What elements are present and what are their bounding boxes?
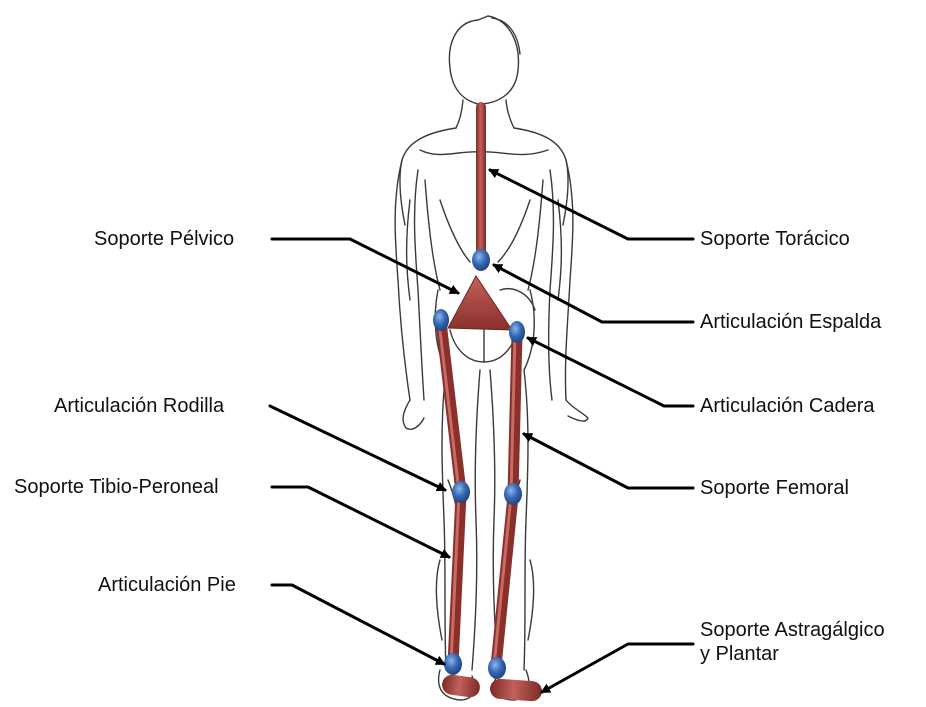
thoracic-rod	[476, 102, 486, 262]
left-knee-joint	[452, 481, 470, 503]
label-soporte-astragalgico: Soporte Astragálgico y Plantar	[700, 618, 885, 666]
arrow-articulacion-cadera	[528, 338, 693, 406]
pelvic-triangle	[448, 276, 512, 330]
label-articulacion-pie: Articulación Pie	[98, 573, 236, 597]
arrow-soporte-astragalgico	[542, 644, 693, 692]
label-soporte-femoral: Soporte Femoral	[700, 476, 849, 500]
label-soporte-pelvico: Soporte Pélvico	[94, 227, 234, 251]
label-soporte-astragalgico-line2: y Plantar	[700, 642, 885, 666]
arrow-articulacion-rodilla	[270, 406, 445, 490]
arrow-soporte-femoral	[524, 434, 693, 488]
label-articulacion-cadera: Articulación Cadera	[700, 394, 875, 418]
right-foot-plate	[489, 678, 542, 702]
left-hip-joint	[433, 309, 449, 331]
right-hip-joint	[509, 321, 525, 343]
right-knee-joint	[504, 483, 522, 505]
arrow-articulacion-pie	[272, 585, 444, 664]
label-soporte-tibio-peroneal: Soporte Tibio-Peroneal	[14, 475, 219, 499]
arrow-soporte-pelvico	[272, 239, 458, 293]
body-sketch	[395, 16, 588, 700]
arrow-soporte-toracico	[490, 170, 693, 239]
right-tibia-rod	[496, 496, 513, 666]
left-foot-plate	[441, 673, 481, 698]
arrow-soporte-tibio-peroneal	[272, 487, 449, 557]
back-joint	[472, 249, 490, 271]
label-articulacion-espalda: Articulación Espalda	[700, 310, 881, 334]
label-soporte-astragalgico-line1: Soporte Astragálgico	[700, 618, 885, 642]
right-foot-joint	[488, 657, 506, 679]
label-articulacion-rodilla: Articulación Rodilla	[54, 394, 224, 418]
left-foot-joint	[444, 653, 462, 675]
label-soporte-toracico: Soporte Torácico	[700, 227, 850, 251]
